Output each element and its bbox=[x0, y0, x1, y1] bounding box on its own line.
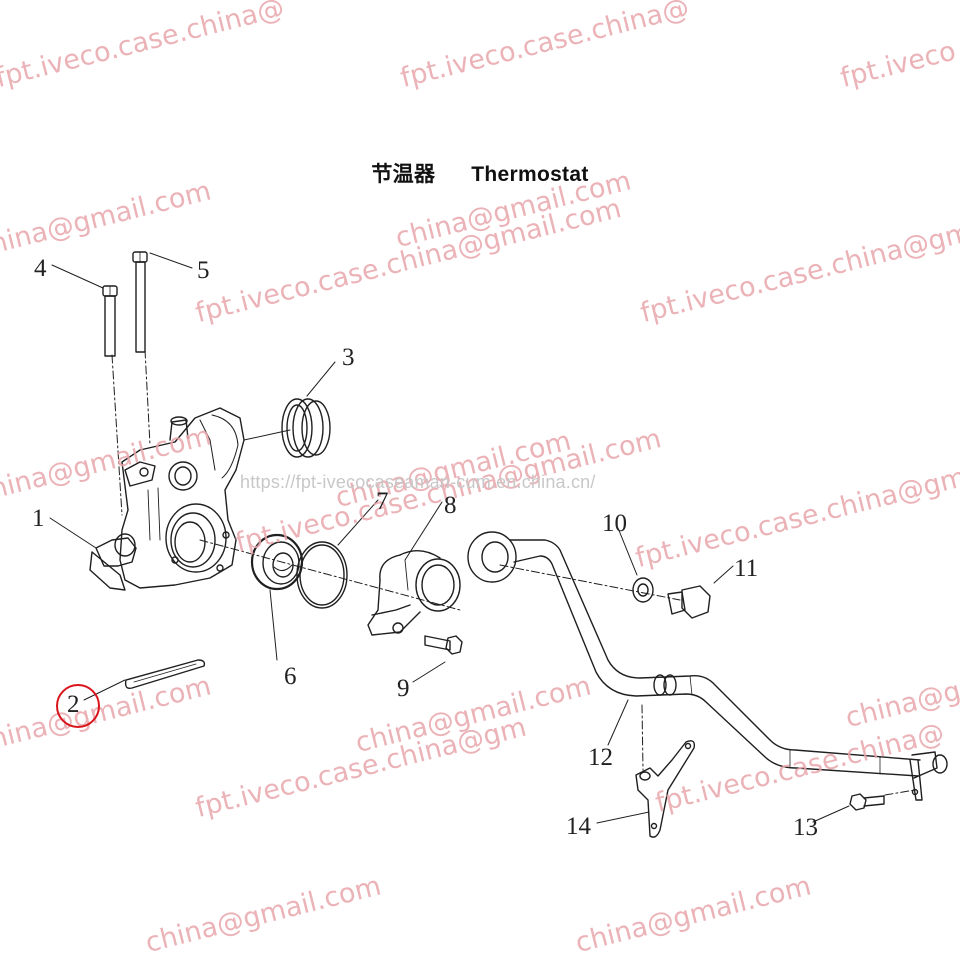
bolt-9 bbox=[424, 635, 463, 655]
coolant-pipe-12 bbox=[467, 531, 948, 801]
thermostat-6 bbox=[250, 533, 304, 591]
callout-1: 1 bbox=[32, 505, 45, 532]
outlet-elbow-8 bbox=[367, 550, 461, 636]
title-english: Thermostat bbox=[471, 163, 589, 186]
diagram-title: 节温器 Thermostat bbox=[0, 158, 960, 188]
assembly-center-lines bbox=[111, 349, 916, 796]
callout-10: 10 bbox=[602, 510, 627, 537]
highlight-circle bbox=[56, 684, 100, 728]
callout-7: 7 bbox=[376, 488, 389, 515]
bolt-13 bbox=[849, 793, 885, 811]
bolt-5 bbox=[132, 251, 148, 353]
bolt-4 bbox=[102, 285, 118, 357]
title-chinese: 节温器 bbox=[371, 162, 436, 186]
callout-9: 9 bbox=[397, 675, 410, 702]
callout-12: 12 bbox=[588, 744, 613, 771]
bracket-14 bbox=[635, 740, 696, 838]
callout-6: 6 bbox=[284, 663, 297, 690]
callout-8: 8 bbox=[444, 492, 457, 519]
gasket-2 bbox=[124, 659, 206, 690]
sealing-ring-3 bbox=[243, 398, 331, 458]
callout-3: 3 bbox=[342, 344, 355, 371]
callout-2: 2 bbox=[67, 691, 80, 718]
callout-5: 5 bbox=[197, 257, 210, 284]
leader-lines bbox=[49, 252, 850, 824]
thermostat-housing-1 bbox=[89, 407, 245, 591]
callout-4: 4 bbox=[34, 255, 47, 282]
washer-10 bbox=[632, 577, 654, 603]
url-watermark: https://fpt-ivecocaseaman-cum.en.china.c… bbox=[240, 472, 596, 492]
banjo-bolt-11 bbox=[667, 585, 711, 619]
callout-11: 11 bbox=[734, 555, 759, 582]
callout-13: 13 bbox=[793, 814, 818, 841]
o-ring-7 bbox=[296, 541, 348, 609]
callout-14: 14 bbox=[566, 813, 591, 840]
